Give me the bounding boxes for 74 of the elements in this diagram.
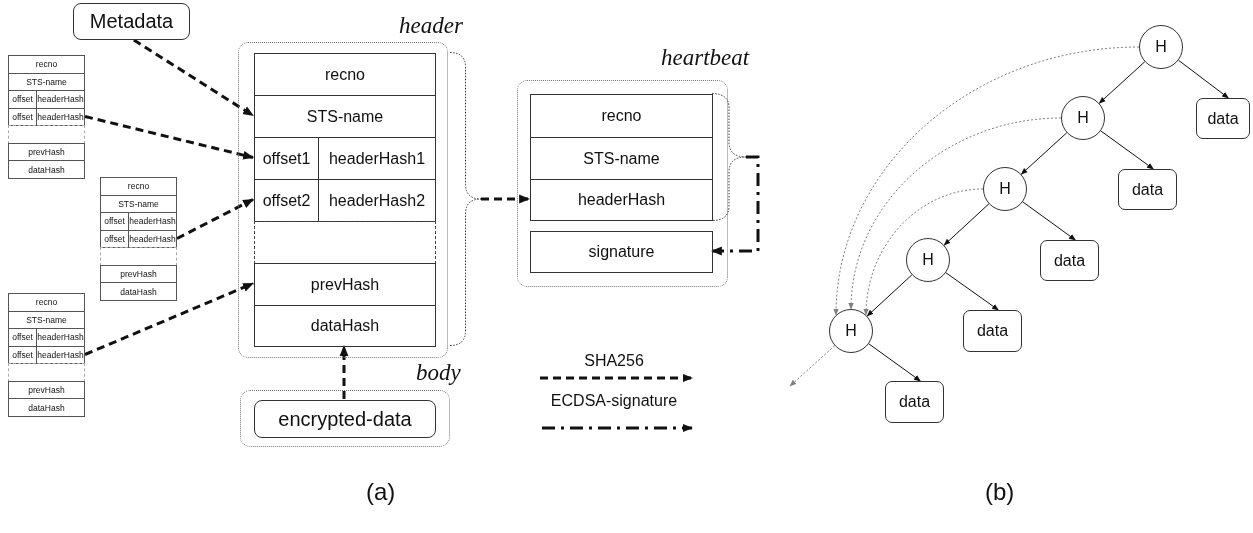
data-box: data xyxy=(885,381,944,423)
hash-circle: H xyxy=(983,167,1027,211)
field-cell: signature xyxy=(530,231,713,273)
field-cell: offset2 xyxy=(254,179,319,222)
table-cell: offset xyxy=(8,107,37,127)
table-cell: offset xyxy=(100,229,129,249)
panel-label: (b) xyxy=(985,478,1015,506)
legend-label: ECDSA-signature xyxy=(549,392,679,410)
legend-label: SHA256 xyxy=(583,352,645,370)
field-cell: STS-name xyxy=(530,137,713,180)
group-title: body xyxy=(416,360,461,386)
hash-circle: H xyxy=(1061,96,1105,140)
panel-label: (a) xyxy=(366,478,396,506)
table-cell: headerHash xyxy=(36,345,85,365)
group-title: heartbeat xyxy=(661,45,750,71)
hash-circle: H xyxy=(906,238,950,282)
group-title: header xyxy=(399,13,463,39)
table-cell: recno xyxy=(8,55,85,74)
arrow xyxy=(868,343,921,382)
field-cell: headerHash xyxy=(530,179,713,221)
hash-arrow xyxy=(339,344,349,399)
rounded-box: encrypted-data xyxy=(254,400,436,438)
table-cell: dataHash xyxy=(8,398,85,417)
hash-arrow xyxy=(84,115,255,160)
field-cell: recno xyxy=(254,53,436,96)
data-box: data xyxy=(1118,169,1177,210)
arrow xyxy=(866,274,913,317)
arrow xyxy=(945,272,999,311)
field-cell: STS-name xyxy=(254,95,436,138)
table-cell: headerHash xyxy=(36,107,85,127)
arrow xyxy=(863,188,984,316)
arrow xyxy=(789,345,836,387)
table-cell: headerHash xyxy=(128,229,177,249)
empty-field-cell xyxy=(254,221,436,264)
data-box: data xyxy=(1196,98,1250,139)
rounded-box: Metadata xyxy=(73,3,190,40)
curly-brace xyxy=(450,52,481,346)
record-table xyxy=(8,293,85,416)
field-cell: headerHash2 xyxy=(318,179,436,222)
field-cell: prevHash xyxy=(254,263,436,306)
arrow xyxy=(1178,59,1229,99)
field-cell: recno xyxy=(530,94,713,138)
arrow xyxy=(1020,132,1068,175)
field-cell: dataHash xyxy=(254,305,436,347)
table-cell: recno xyxy=(8,293,85,312)
record-table xyxy=(8,55,85,178)
arrow xyxy=(1100,130,1154,170)
hash-arrow xyxy=(710,155,760,256)
table-cell: headerHash xyxy=(36,328,85,347)
table-cell: STS-name xyxy=(8,72,85,92)
hash-arrow xyxy=(176,198,254,240)
table-cell: headerHash xyxy=(128,212,177,231)
table-cell: dataHash xyxy=(8,160,85,179)
table-cell: headerHash xyxy=(36,90,85,109)
arrow xyxy=(943,203,990,246)
data-box: data xyxy=(963,310,1022,352)
table-cell: STS-name xyxy=(8,310,85,330)
table-cell: prevHash xyxy=(8,380,85,400)
curly-brace xyxy=(712,93,746,221)
table-cell: offset xyxy=(8,345,37,365)
table-cell: prevHash xyxy=(100,264,177,284)
hash-circle: H xyxy=(829,309,873,353)
hash-arrow xyxy=(84,282,254,356)
arrow xyxy=(1022,201,1076,241)
hash-circle: H xyxy=(1139,25,1183,69)
table-cell: prevHash xyxy=(8,142,85,162)
arrow xyxy=(1098,61,1146,104)
table-cell: recno xyxy=(100,177,177,196)
record-table xyxy=(100,177,177,300)
table-cell: STS-name xyxy=(100,194,177,214)
table-cell: dataHash xyxy=(100,282,177,301)
hash-arrow xyxy=(481,194,531,204)
hash-arrow xyxy=(133,38,254,117)
data-box: data xyxy=(1040,240,1099,281)
